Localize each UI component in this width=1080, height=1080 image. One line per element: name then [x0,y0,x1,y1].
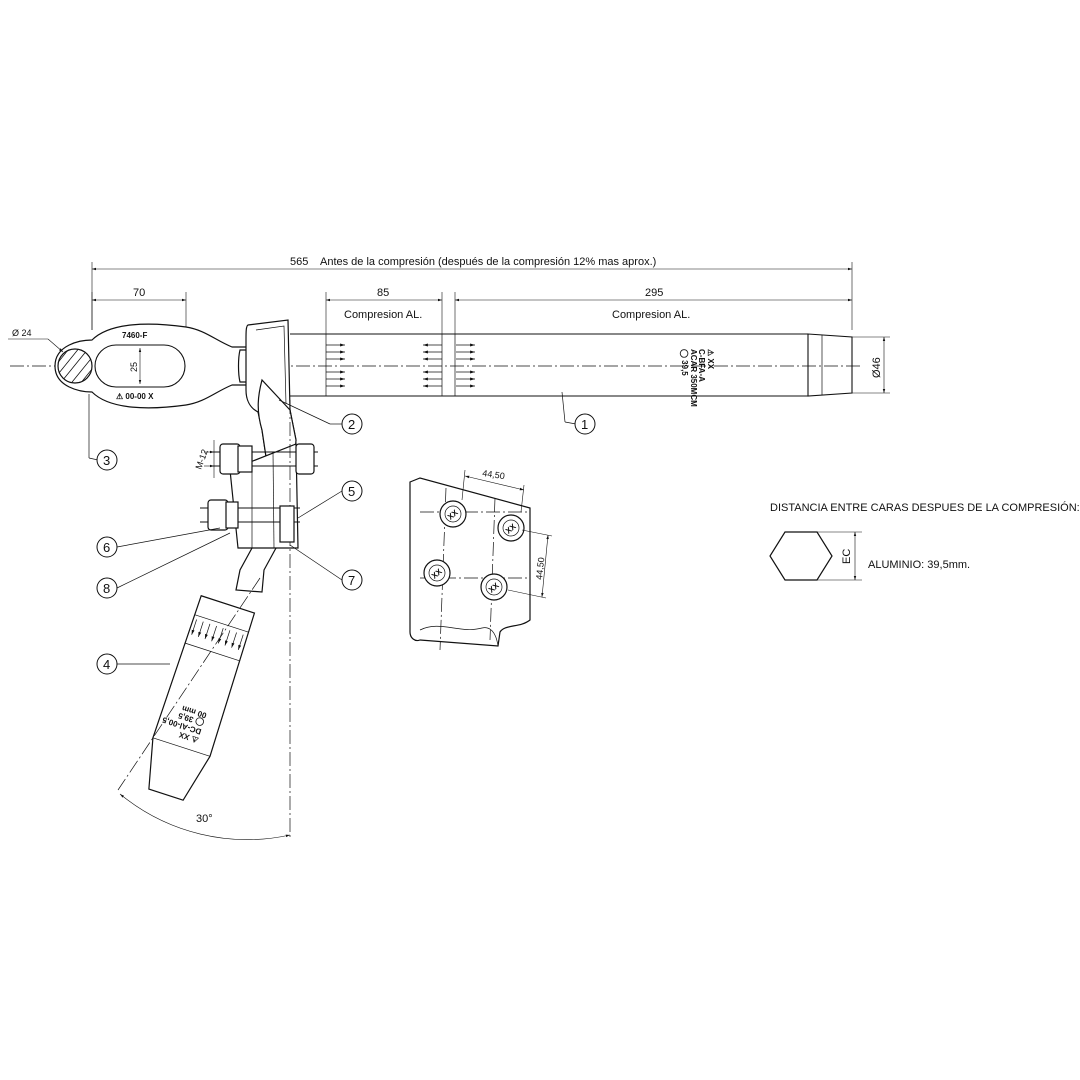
ec-label: EC [841,549,853,564]
pad-width-label: 44,50 [482,468,506,481]
balloon-8-text: 8 [103,581,110,596]
pad-height-label: 44,50 [534,557,546,580]
angle-label: 30° [196,813,213,825]
balloon-4: 4 [96,653,170,675]
balloon-3: 3 [88,394,118,471]
main-tube: Ø46 [290,333,890,397]
compression-short-label: Compresion AL. [344,309,422,321]
hexagon-icon [769,531,833,581]
tube-mark-4: ◯ 39,5 [679,349,689,376]
pin-diameter-label: Ø 24 [12,328,32,338]
jumper-centerline [117,577,261,791]
angle-dimension: 30° [119,793,291,840]
balloon-7-text: 7 [348,573,355,588]
bolt-assembly: M-12 [193,440,318,543]
overall-length-value: 565 [290,256,308,268]
compression-arrows-tube [326,343,475,388]
balloon-1: 1 [561,391,596,435]
balloon-3-text: 3 [103,453,110,468]
overall-dimension: 565 Antes de la compresión (después de l… [91,256,853,330]
bolt-thread-label: M-12 [193,448,209,471]
overall-length-note: Antes de la compresión (después de la co… [320,256,656,268]
balloon-6: 6 [96,527,221,558]
faces-note-title: DISTANCIA ENTRE CARAS DESPUES DE LA COMP… [770,501,1080,514]
tube-mark-3: ACAR 350MCM [689,349,698,407]
faces-note: DISTANCIA ENTRE CARAS DESPUES DE LA COMP… [769,501,1080,581]
balloon-4-text: 4 [103,657,110,672]
detail-bolt-2: XX [497,514,525,542]
detail-bolt-3: XX [423,559,451,587]
compression-short-value: 85 [377,287,389,299]
balloon-5: 5 [297,480,363,519]
compression-long-value: 295 [645,287,663,299]
eye-width-value: 70 [133,287,145,299]
detail-bolt-1: XX [439,500,467,528]
balloon-8: 8 [96,532,231,599]
compression-short-dimension: 85 Compresion AL. [325,287,443,334]
eye-mark-label: ⚠ 00-00 X [116,392,154,401]
slot-width-label: 25 [129,362,139,372]
tube-mark-2: C-BFA-A [697,349,706,382]
tube-markings: ⚠ XX C-BFA-A ACAR 350MCM ◯ 39,5 [679,349,715,407]
balloon-6-text: 6 [103,540,110,555]
tube-diameter-label: Ø46 [871,357,883,378]
jumper-sleeve: ⚠ XX DC-Al-00,5 ◯ 39,5 00 mm [148,594,256,801]
eye-code-label: 7460-F [122,331,147,340]
aluminio-label: ALUMINIO: 39,5mm. [868,559,970,571]
compression-long-dimension: 295 Compresion AL. [454,287,852,334]
balloon-7: 7 [289,544,363,591]
tube-mark-1: ⚠ XX [706,349,715,370]
balloon-2-text: 2 [348,417,355,432]
eye-width-dimension: 70 [91,287,187,330]
eye-clevis: 7460-F ⚠ 00-00 X 25 Ø 24 [8,323,251,409]
pad-detail: XX XX XX XX 44,50 44,50 [409,468,553,651]
balloon-2: 2 [278,399,363,435]
detail-bolt-4: XX [480,573,508,601]
balloon-5-text: 5 [348,484,355,499]
compression-long-label: Compresion AL. [612,309,690,321]
balloon-1-text: 1 [581,417,588,432]
